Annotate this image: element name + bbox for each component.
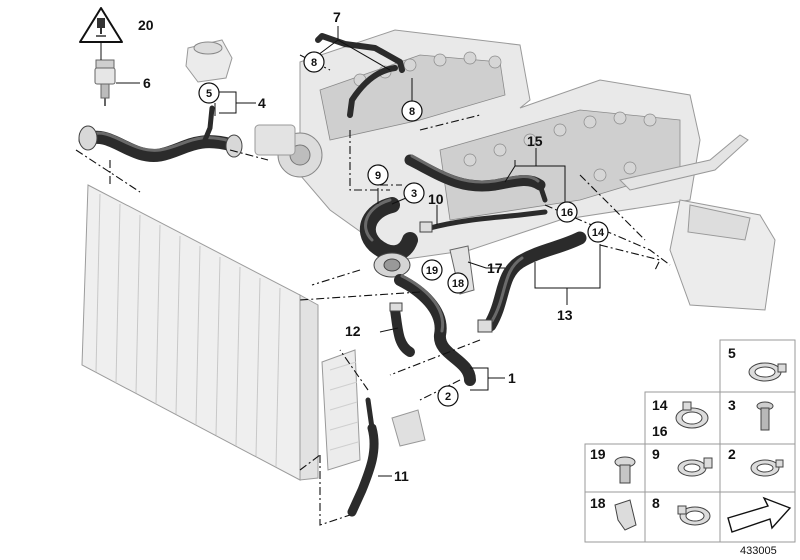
callout-18: 18: [452, 278, 464, 290]
clamp-icon-9: [677, 457, 713, 477]
arrow-icon: [727, 496, 792, 533]
vent-hose-part-7: [315, 33, 405, 118]
callout-10: 10: [428, 191, 444, 207]
reservoir-cap-illustration: [185, 39, 233, 83]
expansion-tank-illustration: [619, 134, 776, 311]
callout-1: 1: [508, 370, 516, 386]
clamp-icon-2: [750, 459, 784, 477]
callout-5: 5: [206, 88, 212, 100]
callout-8-upper: 8: [311, 57, 317, 69]
callout-8-lower: 8: [409, 106, 415, 118]
screw-icon-3: [756, 401, 774, 431]
thermostat-hose-part-3: [359, 197, 418, 278]
expanding-rivet-icon-19: [614, 456, 636, 484]
callout-12: 12: [345, 323, 361, 339]
callout-3: 3: [411, 188, 417, 200]
clip-icon-18: [614, 499, 637, 531]
hose-part-11: [347, 397, 379, 517]
engine-cylinder-head-illustration: [254, 29, 701, 261]
hose-part-12: [389, 302, 415, 357]
dash-dot-connection-lines: [75, 54, 671, 526]
hose-part-10: [419, 209, 548, 233]
callout-17: 17: [487, 260, 503, 276]
oil-cooler-illustration: [321, 349, 426, 471]
temperature-sensor-illustration: [94, 59, 116, 106]
callout-15: 15: [527, 133, 543, 149]
radiator-illustration: [81, 184, 319, 481]
hose-clamp-icon-5: [748, 362, 787, 382]
legend-label-14: 14: [652, 397, 668, 413]
warning-triangle-icon: [79, 7, 123, 43]
callout-6: 6: [143, 75, 151, 91]
callout-14: 14: [592, 227, 605, 239]
callout-20: 20: [138, 17, 154, 33]
callout-19: 19: [426, 265, 438, 277]
hose-part-1: [394, 274, 476, 386]
callout-13: 13: [557, 307, 573, 323]
upper-radiator-hose-part-4: [78, 105, 243, 162]
callout-9: 9: [375, 170, 381, 182]
callout-7: 7: [333, 9, 341, 25]
legend-label-8: 8: [652, 495, 660, 511]
callout-2: 2: [445, 391, 451, 403]
legend-label-5: 5: [728, 345, 736, 361]
legend-label-18: 18: [590, 495, 606, 511]
clamp-icon-8: [677, 505, 711, 526]
coolant-hose-part-15: [404, 154, 548, 203]
hose-clamp-icon-14-16: [675, 401, 709, 429]
leader-lines: [100, 26, 601, 477]
legend-label-9: 9: [652, 446, 660, 462]
callout-4: 4: [258, 95, 266, 111]
small-parts-legend-grid: 5 14 16 3 19 9 2 18 8: [584, 339, 796, 543]
callout-16: 16: [561, 207, 573, 219]
legend-label-3: 3: [728, 397, 736, 413]
document-number: 433005: [740, 545, 777, 557]
hose-part-13: [477, 231, 587, 333]
legend-label-2: 2: [728, 446, 736, 462]
callout-labels: 20 6 4 7 15 10 17 12 13 1 11: [138, 9, 573, 484]
legend-label-16: 16: [652, 423, 668, 439]
circled-callouts: 5 8 8 9 3 16 14 19 18 2: [198, 51, 609, 407]
legend-label-19: 19: [590, 446, 606, 462]
callout-11: 11: [394, 468, 409, 484]
